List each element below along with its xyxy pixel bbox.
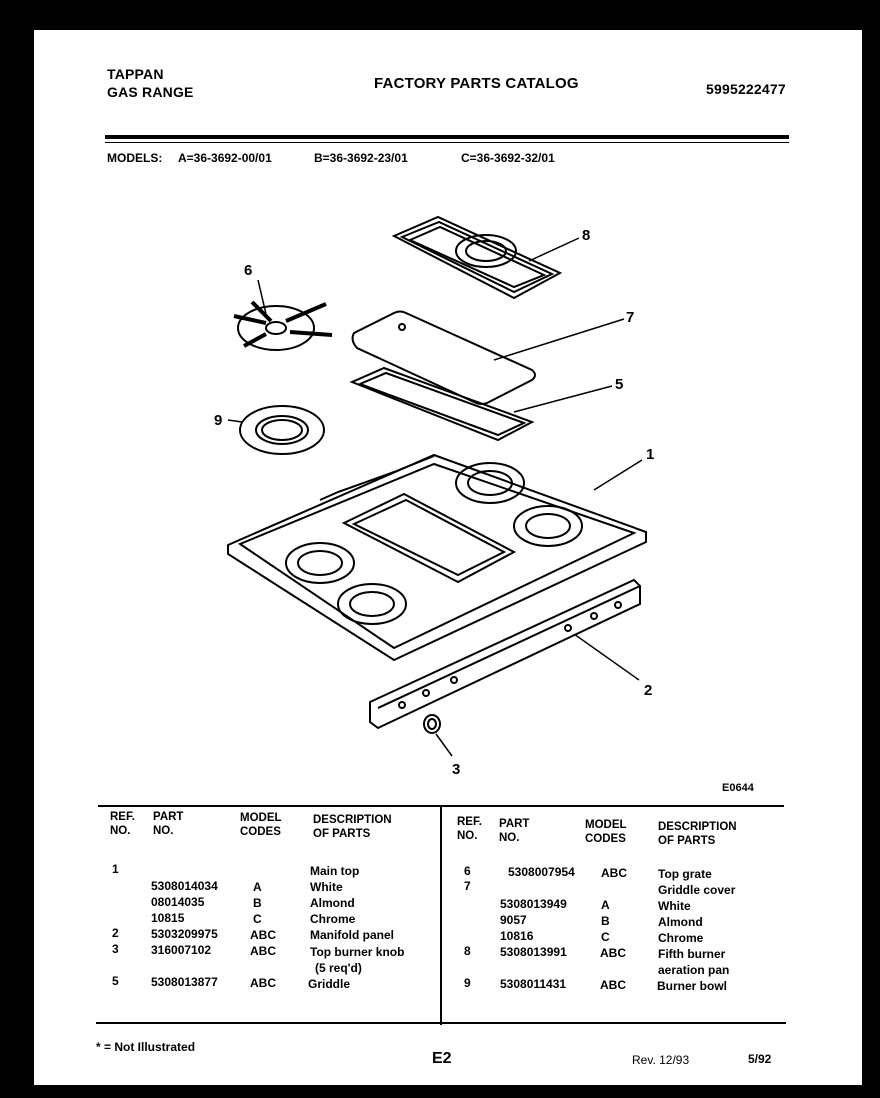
desc-cell: Almond: [310, 896, 355, 910]
manifold-panel-part: [369, 578, 641, 730]
part-cell: 316007102: [151, 943, 212, 957]
header-rule-thin: [105, 142, 789, 143]
top-grate-part: [233, 300, 333, 351]
ref-cell: 2: [112, 926, 119, 940]
catalog-title: FACTORY PARTS CATALOG: [374, 75, 579, 92]
desc-cell: Top burner knob: [310, 945, 405, 959]
desc-cell: White: [310, 880, 343, 894]
callout-1: 1: [646, 446, 654, 463]
model-a: A=36-3692-00/01: [178, 151, 272, 165]
page-number: E2: [432, 1050, 452, 1067]
model-cell: ABC: [601, 866, 627, 880]
callout-6: 6: [244, 262, 252, 279]
part-cell: 08014035: [151, 895, 205, 909]
table-divider: [440, 805, 442, 1025]
part-cell: 5303209975: [151, 927, 218, 941]
brand: TAPPAN: [107, 66, 164, 82]
ref-cell: 3: [112, 942, 119, 956]
callout-2: 2: [644, 682, 652, 699]
desc-cell: Main top: [310, 864, 360, 878]
desc-cell: Griddle: [308, 977, 351, 991]
callout-8: 8: [582, 227, 590, 244]
callout-3: 3: [452, 761, 460, 778]
ref-cell: 5: [112, 974, 119, 988]
desc-cell: White: [658, 899, 691, 913]
ref-cell: 7: [464, 879, 471, 893]
parts-catalog-page: TAPPAN GAS RANGE FACTORY PARTS CATALOG 5…: [34, 30, 862, 1085]
header-ref-no-right: REF.NO.: [457, 816, 482, 842]
part-cell: 10816: [500, 929, 534, 943]
exploded-parts-diagram: 8 6 7 5 9 1 2 3: [214, 215, 654, 778]
model-cell: A: [253, 880, 262, 894]
desc-cell: aeration pan: [658, 963, 730, 977]
header-rule: [105, 135, 789, 139]
model-cell: B: [253, 896, 262, 910]
revision: Rev. 12/93: [632, 1053, 690, 1067]
desc-cell: Burner bowl: [657, 979, 728, 993]
part-cell: 5308013877: [151, 975, 218, 989]
burner-bowl-part: [239, 405, 325, 455]
part-cell: 5308013949: [500, 897, 567, 911]
table-bottom-rule: [96, 1022, 786, 1024]
model-cell: ABC: [600, 946, 626, 960]
griddle-part: [349, 366, 535, 442]
callout-7: 7: [626, 309, 634, 326]
desc-cell: Chrome: [310, 912, 356, 926]
model-cell: C: [253, 912, 262, 926]
callout-5: 5: [615, 376, 623, 393]
not-illustrated-note: * = Not Illustrated: [96, 1040, 196, 1054]
desc-cell: Fifth burner: [658, 947, 726, 961]
model-b: B=36-3692-23/01: [314, 151, 408, 165]
model-cell: C: [601, 930, 610, 944]
griddle-cover-part: [351, 310, 536, 405]
model-cell: ABC: [250, 944, 276, 958]
ref-cell: 1: [112, 862, 119, 876]
part-cell: 5308007954: [508, 865, 575, 879]
aeration-pan-part: [391, 215, 563, 300]
desc-cell: (5 req'd): [315, 961, 362, 975]
burner-knob-part: [423, 714, 441, 734]
model-cell: ABC: [600, 978, 626, 992]
diagram-code: E0644: [722, 782, 754, 794]
part-cell: 5308014034: [151, 879, 218, 893]
print-date: 5/92: [748, 1052, 772, 1066]
catalog-number: 5995222477: [706, 81, 786, 97]
part-cell: 9057: [500, 913, 527, 927]
models-label: MODELS:: [107, 151, 163, 165]
model-cell: A: [601, 898, 610, 912]
ref-cell: 9: [464, 976, 471, 990]
model-c: C=36-3692-32/01: [461, 151, 555, 165]
model-cell: B: [601, 914, 610, 928]
header-ref-no: REF.NO.: [110, 811, 135, 837]
desc-cell: Top grate: [658, 867, 712, 881]
model-cell: ABC: [250, 976, 276, 990]
product-name: GAS RANGE: [107, 84, 194, 100]
desc-cell: Griddle cover: [658, 883, 736, 897]
model-cell: ABC: [250, 928, 276, 942]
ref-cell: 8: [464, 944, 471, 958]
main-top-part: [227, 453, 647, 662]
part-cell: 5308013991: [500, 945, 567, 959]
desc-cell: Manifold panel: [310, 928, 394, 942]
desc-cell: Almond: [658, 915, 703, 929]
part-cell: 10815: [151, 911, 185, 925]
part-cell: 5308011431: [500, 977, 567, 991]
desc-cell: Chrome: [658, 931, 704, 945]
ref-cell: 6: [464, 864, 471, 878]
callout-9: 9: [214, 412, 222, 429]
